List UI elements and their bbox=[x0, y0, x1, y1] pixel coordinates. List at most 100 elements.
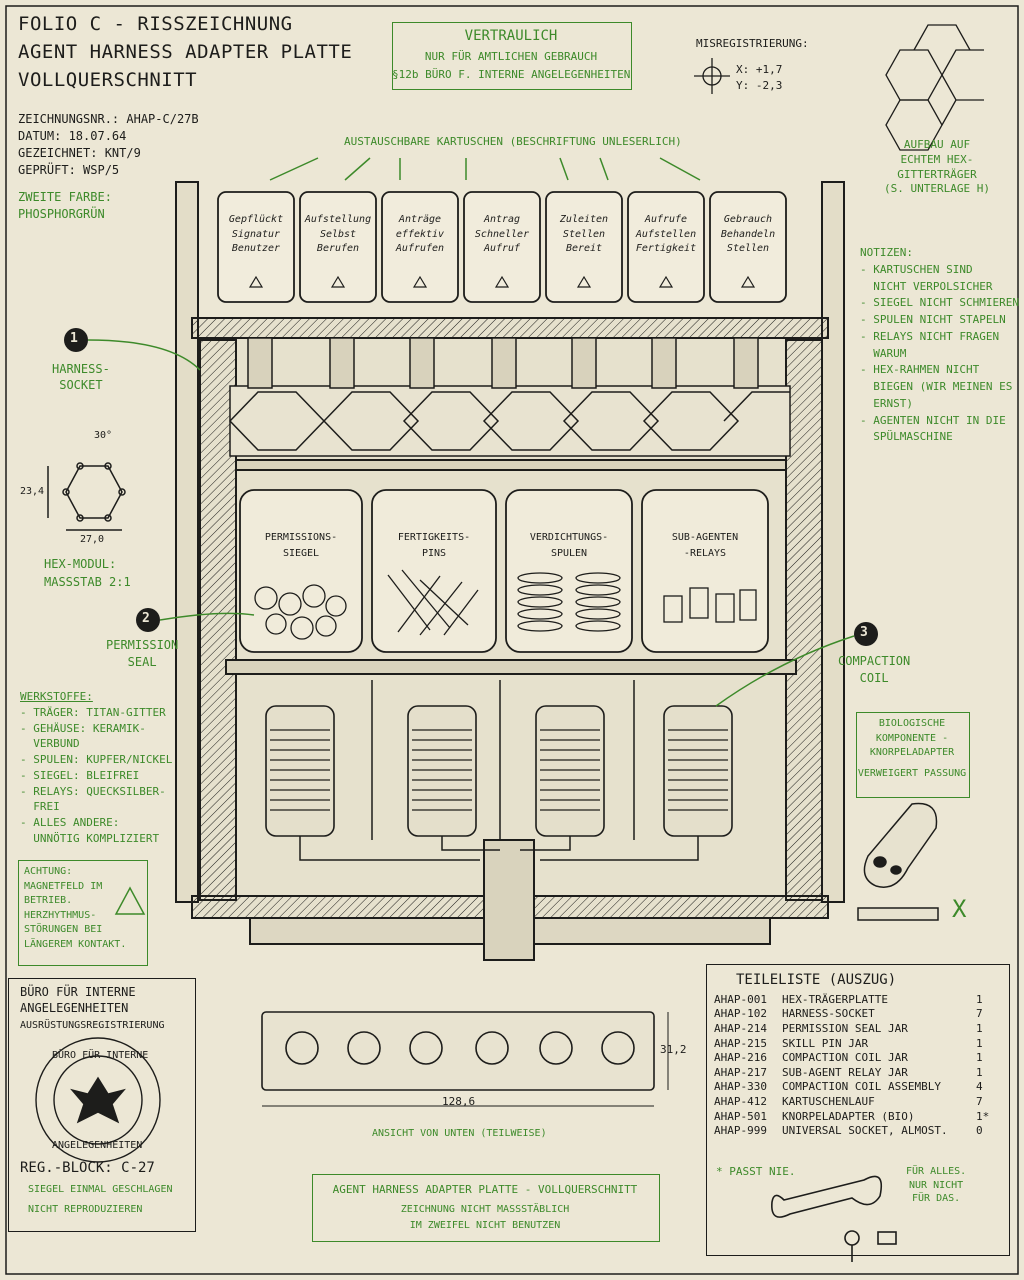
part-name: COMPACTION COIL JAR bbox=[782, 1051, 908, 1065]
note-item: SPÜLMASCHINE bbox=[860, 430, 953, 444]
warning-line: MAGNETFELD IM bbox=[24, 880, 103, 892]
registry-seal bbox=[35, 1037, 161, 1163]
cartridge-scribble: Gepflückt bbox=[228, 214, 284, 225]
cartridges-label: AUSTAUSCHBARE KARTUSCHEN (BESCHRIFTUNG U… bbox=[344, 135, 682, 148]
registry-stamp-1: SIEGEL EINMAL GESCHLAGEN bbox=[28, 1184, 173, 1195]
cartridge-arrows bbox=[269, 157, 701, 181]
materials-title: WERKSTOFFE: bbox=[20, 690, 93, 703]
cartridge-scribble: Fertigkeit bbox=[635, 243, 697, 254]
note-item: - RELAYS NICHT FRAGEN bbox=[860, 329, 1000, 343]
material-item: - TRÄGER: TITAN-GITTER bbox=[20, 705, 166, 719]
part-qty: 1 bbox=[976, 1036, 983, 1050]
warning-line: STÖRUNGEN BEI bbox=[24, 924, 103, 935]
seal-top-text: BÜRO FÜR INTERNE bbox=[52, 1050, 149, 1061]
callout-leaders bbox=[87, 339, 855, 707]
note-item: - HEX-RAHMEN NICHT bbox=[860, 363, 980, 377]
cartridge-scribble: Benutzer bbox=[231, 243, 281, 254]
jar-skill-label: FERTIGKEITS-PINS bbox=[372, 532, 496, 560]
coil-assemblies bbox=[265, 705, 733, 837]
note-item: - AGENTEN NICHT IN DIE bbox=[860, 413, 1006, 427]
cartridge-scribble: Aufstellen bbox=[635, 228, 697, 240]
callout-label-line: HARNESS- bbox=[52, 362, 110, 376]
part-name: UNIVERSAL SOCKET, ALMOST. bbox=[782, 1124, 948, 1138]
part-id: AHAP-330 bbox=[714, 1080, 767, 1094]
callout-label-line: PERMISSION bbox=[106, 638, 179, 652]
cartridge-scribble: Aufrufe bbox=[644, 214, 688, 225]
socket-stems bbox=[247, 337, 759, 389]
registry-sub: AUSRÜSTUNGSREGISTRIERUNG bbox=[20, 1020, 165, 1031]
footer-line-2: IM ZWEIFEL NICHT BENUTZEN bbox=[409, 1220, 561, 1231]
misregistration-x: X: +1,7 bbox=[736, 63, 783, 76]
wrench-note-line: FÜR ALLES. bbox=[906, 1166, 967, 1177]
jar-contents bbox=[254, 569, 757, 640]
bio-line: KOMPONENTE - bbox=[875, 732, 949, 744]
note-item: - SIEGEL NICHT SCHMIEREN bbox=[860, 296, 1019, 310]
hex-note-line: (S. UNTERLAGE H) bbox=[884, 182, 990, 196]
cartridge-scribble: effektiv bbox=[395, 228, 445, 240]
hex-height-dim: 23,4 bbox=[20, 486, 45, 497]
hex-carrier-note: AUFBAU AUF ECHTEM HEX- GITTERTRÄGER (S. … bbox=[884, 138, 990, 196]
misregistration-y: Y: -2,3 bbox=[736, 79, 783, 92]
registry-stamp-2: NICHT REPRODUZIEREN bbox=[28, 1204, 143, 1215]
cartilage-adapter-sketch bbox=[857, 802, 939, 921]
callout-label-line: SOCKET bbox=[59, 378, 103, 392]
callout-label-line: COIL bbox=[859, 671, 889, 685]
parts-footnote: * PASST NIE. bbox=[716, 1165, 796, 1178]
hex-lattice-sketch bbox=[885, 24, 984, 151]
warning-sign bbox=[114, 886, 146, 915]
jar-label-line: PERMISSIONS- bbox=[264, 532, 338, 543]
part-id: AHAP-412 bbox=[714, 1094, 767, 1108]
cartridge-triangles bbox=[248, 275, 756, 288]
materials-block: WERKSTOFFE: - TRÄGER: TITAN-GITTER - GEH… bbox=[20, 690, 172, 846]
callout-1-number: 1 bbox=[70, 331, 78, 346]
drawing-subtitle: AGENT HARNESS ADAPTER PLATTE bbox=[18, 41, 353, 63]
cartridge-scribble: Aufrufen bbox=[395, 243, 445, 254]
note-item: NICHT VERPOLSICHER bbox=[860, 279, 993, 293]
second-color-value: PHOSPHORGRÜN bbox=[18, 207, 105, 221]
drawing-title: FOLIO C - RISSZEICHNUNG bbox=[18, 13, 293, 35]
jar-label-line: PINS bbox=[421, 547, 447, 559]
cartridge-scribble: Bereit bbox=[565, 243, 603, 254]
callout-label-line: SEAL bbox=[127, 655, 157, 669]
jar-coil-label: VERDICHTUNGS-SPULEN bbox=[506, 532, 632, 560]
part-qty: 1 bbox=[976, 1021, 983, 1035]
part-qty: 7 bbox=[976, 1007, 983, 1021]
jar-label-line: SUB-AGENTEN bbox=[671, 532, 739, 543]
wrench-sketch bbox=[771, 1175, 897, 1262]
drawing-meta: ZEICHNUNGSNR.: AHAP-C/27B DATUM: 18.07.6… bbox=[18, 112, 199, 178]
registry-box bbox=[8, 978, 196, 1232]
part-id: AHAP-501 bbox=[714, 1109, 767, 1123]
parts-list-box bbox=[706, 964, 1010, 1256]
callout-1-label: HARNESS- SOCKET bbox=[52, 362, 110, 393]
part-name: HEX-TRÄGERPLATTE bbox=[782, 992, 888, 1006]
confidential-line2: §12b BÜRO F. INTERNE ANGELEGENHEITEN bbox=[392, 68, 631, 81]
warning-text: ACHTUNG: MAGNETFELD IM BETRIEB. HERZHYTH… bbox=[24, 866, 126, 951]
bio-component-box bbox=[856, 712, 970, 798]
hex-carrier-band bbox=[228, 385, 791, 457]
note-item: ERNST) bbox=[860, 396, 913, 410]
bio-refuse: VERWEIGERT PASSUNG bbox=[857, 767, 967, 779]
warning-line: LÄNGEREM KONTAKT. bbox=[24, 938, 127, 950]
bottom-view-width: 128,6 bbox=[442, 1095, 476, 1108]
material-item: FREI bbox=[20, 800, 60, 814]
drawing-number: ZEICHNUNGSNR.: AHAP-C/27B bbox=[18, 112, 199, 126]
checked-by: GEPRÜFT: WSP/5 bbox=[18, 163, 120, 177]
bio-line: KNORPELADAPTER bbox=[869, 747, 955, 758]
part-name: KNORPELADAPTER (BIO) bbox=[782, 1109, 915, 1123]
warning-line: BETRIEB. bbox=[24, 895, 73, 906]
note-item: - SPULEN NICHT STAPELN bbox=[860, 313, 1006, 326]
footer-box bbox=[312, 1174, 660, 1242]
pipework bbox=[299, 680, 699, 861]
callout-2-number: 2 bbox=[142, 611, 150, 626]
